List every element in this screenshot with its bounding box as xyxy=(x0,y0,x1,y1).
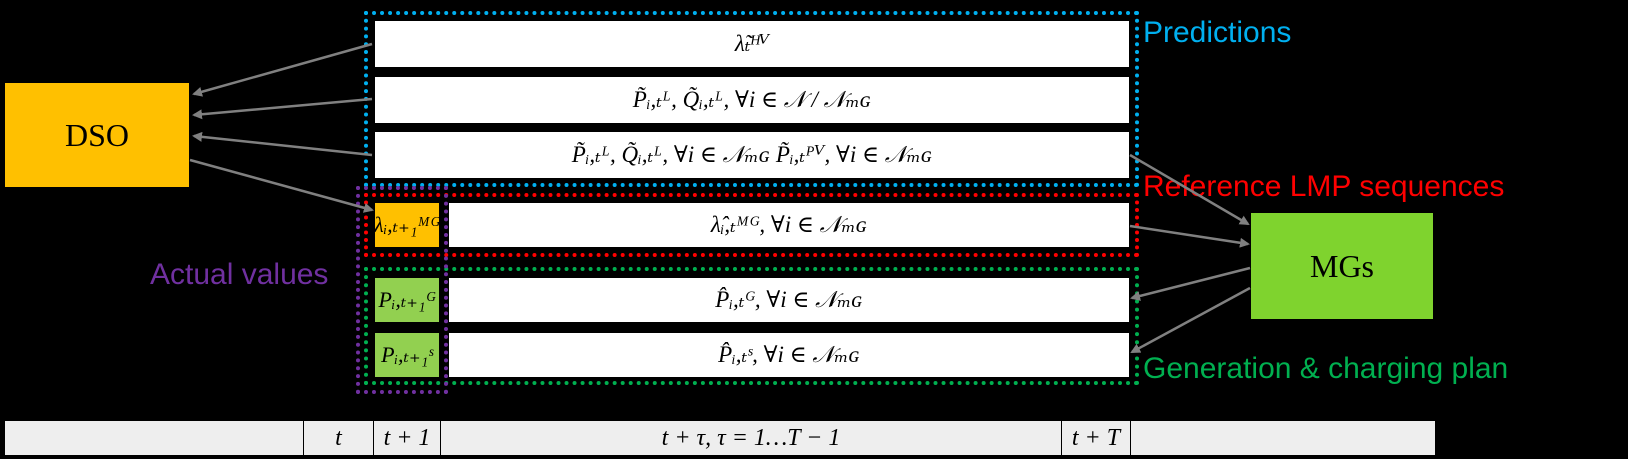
actual-lmp-text: λᵢ,ₜ₊₁ᴹᴳ xyxy=(374,212,440,237)
timeline-t: t xyxy=(303,420,374,456)
row-charge-plan-text: P̂ᵢ,ₜˢ, ∀i ∈ 𝒩ₘɢ xyxy=(718,342,860,367)
row-price-hv-text: λ̃ₜᴴⱽ xyxy=(734,31,770,56)
arrow-mgs-to-charge xyxy=(1130,286,1251,354)
mgs-node: MGs xyxy=(1250,212,1434,320)
row-lmp-seq-text: λ̂ᵢ,ₜᴹᴳ, ∀i ∈ 𝒩ₘɢ xyxy=(710,212,868,237)
timeline-horizon: t + τ, τ = 1…T − 1 xyxy=(440,420,1062,456)
plan-label: Generation & charging plan xyxy=(1143,352,1509,385)
row-price-hv: λ̃ₜᴴⱽ xyxy=(374,20,1130,68)
actual-charge-cell: Pᵢ,ₜ₊₁ˢ xyxy=(374,332,440,378)
arrow-load-to-dso xyxy=(192,97,373,120)
arrow-pred-to-mgs xyxy=(1129,153,1250,226)
timeline-future xyxy=(1130,420,1436,456)
row-load-mg-pv: P̃ᵢ,ₜᴸ, Q̃ᵢ,ₜᴸ, ∀i ∈ 𝒩ₘɢ P̃ᵢ,ₜᴾⱽ, ∀i ∈ 𝒩… xyxy=(374,131,1130,179)
actual-lmp-cell: λᵢ,ₜ₊₁ᴹᴳ xyxy=(374,202,440,248)
arrow-lmp-to-mgs xyxy=(1129,224,1250,248)
arrow-mg-load-to-dso xyxy=(192,131,373,157)
timeline-t-plus-T: t + T xyxy=(1061,420,1131,456)
row-load-non-mg: P̃ᵢ,ₜᴸ, Q̃ᵢ,ₜᴸ, ∀i ∈ 𝒩 / 𝒩ₘɢ xyxy=(374,76,1130,124)
row-lmp-seq: λ̂ᵢ,ₜᴹᴳ, ∀i ∈ 𝒩ₘɢ xyxy=(448,202,1130,248)
reference-frame xyxy=(364,193,1139,257)
actual-charge-text: Pᵢ,ₜ₊₁ˢ xyxy=(381,342,433,367)
row-gen-plan-text: P̂ᵢ,ₜᴳ, ∀i ∈ 𝒩ₘɢ xyxy=(715,287,863,312)
dso-node: DSO xyxy=(4,82,190,188)
actual-gen-text: Pᵢ,ₜ₊₁ᴳ xyxy=(378,287,436,312)
row-load-non-mg-text: P̃ᵢ,ₜᴸ, Q̃ᵢ,ₜᴸ, ∀i ∈ 𝒩 / 𝒩ₘɢ xyxy=(632,87,872,112)
timeline-t-text: t xyxy=(335,424,342,451)
actual-gen-cell: Pᵢ,ₜ₊₁ᴳ xyxy=(374,277,440,323)
actual-frame xyxy=(356,186,448,394)
dso-label: DSO xyxy=(64,116,129,153)
row-gen-plan: P̂ᵢ,ₜᴳ, ∀i ∈ 𝒩ₘɢ xyxy=(448,277,1130,323)
timeline-t-plus-1-text: t + 1 xyxy=(383,424,431,451)
plan-frame xyxy=(364,267,1139,385)
row-charge-plan: P̂ᵢ,ₜˢ, ∀i ∈ 𝒩ₘɢ xyxy=(448,332,1130,378)
timeline-t-plus-1: t + 1 xyxy=(373,420,441,456)
arrow-mgs-to-gen xyxy=(1130,266,1251,301)
timeline-t-plus-T-text: t + T xyxy=(1071,424,1121,451)
predictions-label: Predictions xyxy=(1143,16,1292,49)
timeline-horizon-text: t + τ, τ = 1…T − 1 xyxy=(661,424,841,451)
actual-label: Actual values xyxy=(150,258,329,291)
timeline-past xyxy=(4,420,304,456)
row-load-mg-pv-text: P̃ᵢ,ₜᴸ, Q̃ᵢ,ₜᴸ, ∀i ∈ 𝒩ₘɢ P̃ᵢ,ₜᴾⱽ, ∀i ∈ 𝒩… xyxy=(571,142,933,167)
mgs-label: MGs xyxy=(1309,247,1374,284)
arrow-dso-to-actual-lmp xyxy=(189,158,374,213)
arrow-price-to-dso xyxy=(192,42,373,97)
